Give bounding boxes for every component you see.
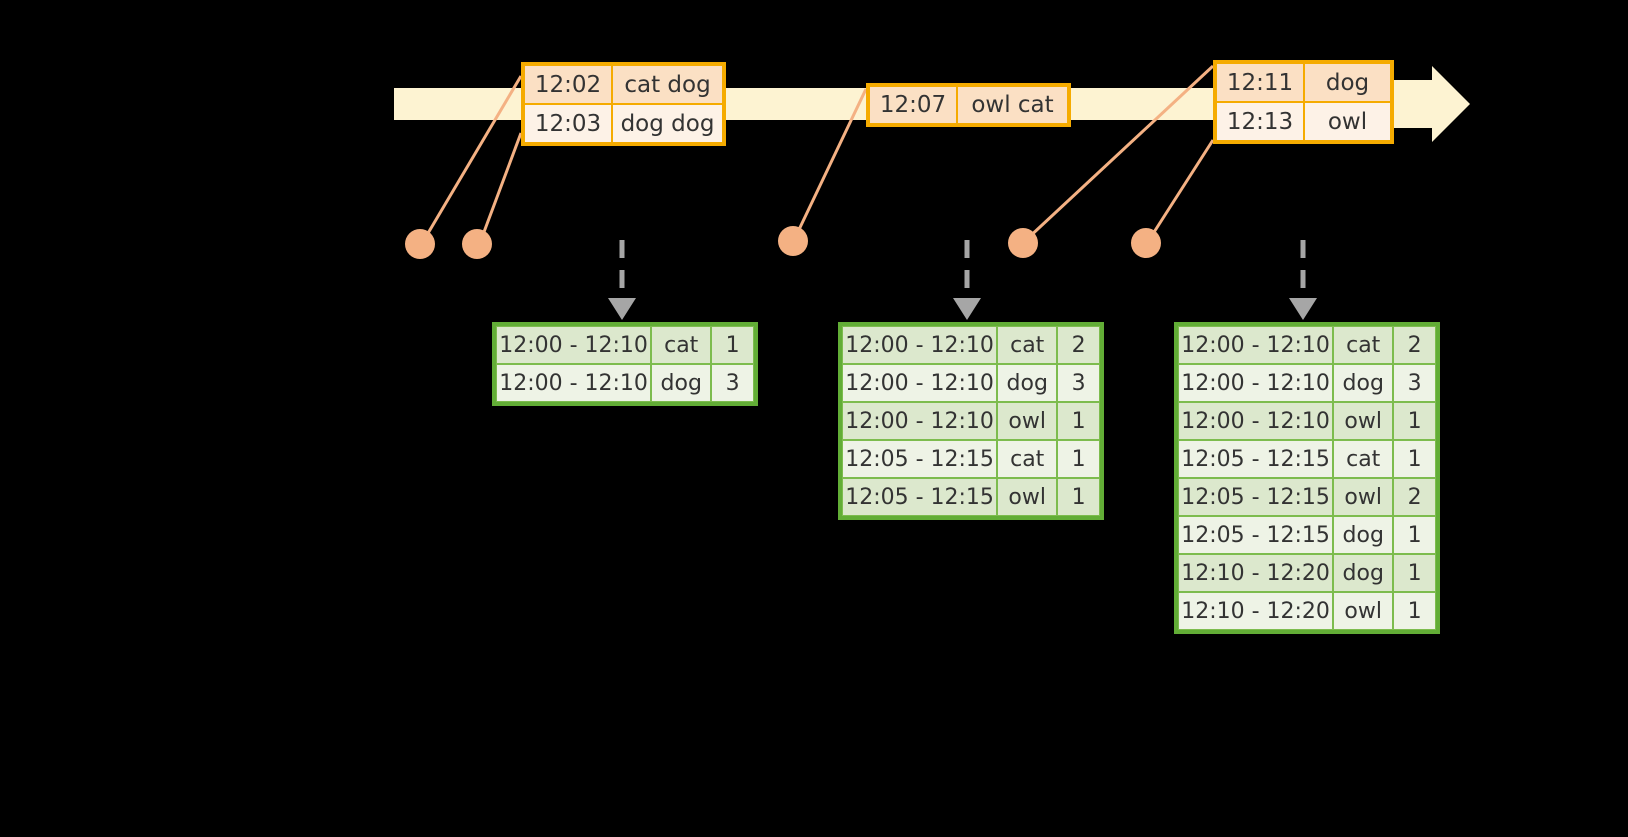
word-cell: cat — [651, 326, 712, 364]
connector-line-2 — [479, 132, 523, 241]
event-row[interactable]: 12:03 dog dog — [524, 104, 723, 143]
event-words: owl cat — [957, 86, 1068, 124]
table-row[interactable]: 12:05 - 12:15 cat 1 — [1178, 440, 1436, 478]
connector-dot-5 — [1131, 228, 1161, 258]
count-cell: 2 — [1057, 326, 1100, 364]
word-cell: owl — [997, 478, 1058, 516]
window-cell: 12:00 - 12:10 — [842, 364, 998, 402]
event-row[interactable]: 12:02 cat dog — [524, 65, 723, 104]
result-table-2[interactable]: 12:00 - 12:10 cat 2 12:00 - 12:10 dog 3 … — [838, 322, 1104, 520]
word-cell: owl — [997, 402, 1058, 440]
event-row[interactable]: 12:11 dog — [1216, 63, 1391, 102]
event-time: 12:13 — [1216, 102, 1304, 141]
word-cell: cat — [1333, 440, 1394, 478]
connector-dot-1 — [405, 229, 435, 259]
window-cell: 12:05 - 12:15 — [1178, 440, 1334, 478]
count-cell: 1 — [1057, 478, 1100, 516]
table-row[interactable]: 12:00 - 12:10 dog 3 — [496, 364, 754, 402]
connector-dot-2 — [462, 229, 492, 259]
count-cell: 1 — [1393, 554, 1436, 592]
count-cell: 2 — [1393, 326, 1436, 364]
word-cell: dog — [651, 364, 712, 402]
table-row[interactable]: 12:05 - 12:15 cat 1 — [842, 440, 1100, 478]
count-cell: 1 — [711, 326, 754, 364]
table-row[interactable]: 12:00 - 12:10 cat 1 — [496, 326, 754, 364]
word-cell: owl — [1333, 592, 1394, 630]
event-group-3[interactable]: 12:11 dog 12:13 owl — [1213, 60, 1394, 144]
event-time: 12:02 — [524, 65, 612, 104]
word-cell: dog — [1333, 554, 1394, 592]
table-row[interactable]: 12:00 - 12:10 dog 3 — [842, 364, 1100, 402]
word-cell: owl — [1333, 478, 1394, 516]
connector-dot-4 — [1008, 228, 1038, 258]
connector-dot-3 — [778, 226, 808, 256]
count-cell: 2 — [1393, 478, 1436, 516]
word-cell: cat — [997, 326, 1058, 364]
dashed-arrow-3 — [1289, 240, 1317, 320]
result-table-3[interactable]: 12:00 - 12:10 cat 2 12:00 - 12:10 dog 3 … — [1174, 322, 1440, 634]
table-row[interactable]: 12:05 - 12:15 owl 1 — [842, 478, 1100, 516]
word-cell: dog — [1333, 364, 1394, 402]
count-cell: 1 — [1393, 592, 1436, 630]
window-cell: 12:00 - 12:10 — [1178, 326, 1334, 364]
table-row[interactable]: 12:10 - 12:20 dog 1 — [1178, 554, 1436, 592]
event-group-2[interactable]: 12:07 owl cat — [866, 83, 1071, 127]
table-row[interactable]: 12:05 - 12:15 dog 1 — [1178, 516, 1436, 554]
dashed-arrow-1 — [608, 240, 636, 320]
word-cell: dog — [1333, 516, 1394, 554]
event-row[interactable]: 12:13 owl — [1216, 102, 1391, 141]
table-row[interactable]: 12:00 - 12:10 owl 1 — [842, 402, 1100, 440]
event-words: owl — [1304, 102, 1391, 141]
word-cell: dog — [997, 364, 1058, 402]
window-cell: 12:10 - 12:20 — [1178, 554, 1334, 592]
window-cell: 12:10 - 12:20 — [1178, 592, 1334, 630]
window-cell: 12:00 - 12:10 — [1178, 402, 1334, 440]
dashed-arrow-2 — [953, 240, 981, 320]
connector-line-5 — [1147, 139, 1215, 241]
event-words: cat dog — [612, 65, 723, 104]
count-cell: 1 — [1393, 516, 1436, 554]
word-cell: cat — [997, 440, 1058, 478]
window-cell: 12:05 - 12:15 — [842, 440, 998, 478]
table-row[interactable]: 12:05 - 12:15 owl 2 — [1178, 478, 1436, 516]
count-cell: 3 — [711, 364, 754, 402]
count-cell: 1 — [1057, 440, 1100, 478]
event-words: dog — [1304, 63, 1391, 102]
table-row[interactable]: 12:00 - 12:10 owl 1 — [1178, 402, 1436, 440]
window-cell: 12:00 - 12:10 — [496, 326, 652, 364]
event-group-1[interactable]: 12:02 cat dog 12:03 dog dog — [521, 62, 726, 146]
count-cell: 1 — [1057, 402, 1100, 440]
event-time: 12:11 — [1216, 63, 1304, 102]
event-row[interactable]: 12:07 owl cat — [869, 86, 1068, 124]
count-cell: 1 — [1393, 440, 1436, 478]
event-words: dog dog — [612, 104, 723, 143]
window-cell: 12:00 - 12:10 — [842, 402, 998, 440]
window-cell: 12:00 - 12:10 — [1178, 364, 1334, 402]
timeline-arrowhead — [1390, 66, 1470, 142]
table-row[interactable]: 12:00 - 12:10 cat 2 — [1178, 326, 1436, 364]
window-cell: 12:00 - 12:10 — [496, 364, 652, 402]
word-cell: owl — [1333, 402, 1394, 440]
window-cell: 12:05 - 12:15 — [1178, 516, 1334, 554]
result-table-1[interactable]: 12:00 - 12:10 cat 1 12:00 - 12:10 dog 3 — [492, 322, 758, 406]
window-cell: 12:00 - 12:10 — [842, 326, 998, 364]
window-cell: 12:05 - 12:15 — [1178, 478, 1334, 516]
window-cell: 12:05 - 12:15 — [842, 478, 998, 516]
event-time: 12:07 — [869, 86, 957, 124]
table-row[interactable]: 12:00 - 12:10 cat 2 — [842, 326, 1100, 364]
count-cell: 3 — [1393, 364, 1436, 402]
count-cell: 3 — [1057, 364, 1100, 402]
table-row[interactable]: 12:00 - 12:10 dog 3 — [1178, 364, 1436, 402]
table-row[interactable]: 12:10 - 12:20 owl 1 — [1178, 592, 1436, 630]
word-cell: cat — [1333, 326, 1394, 364]
count-cell: 1 — [1393, 402, 1436, 440]
event-time: 12:03 — [524, 104, 612, 143]
